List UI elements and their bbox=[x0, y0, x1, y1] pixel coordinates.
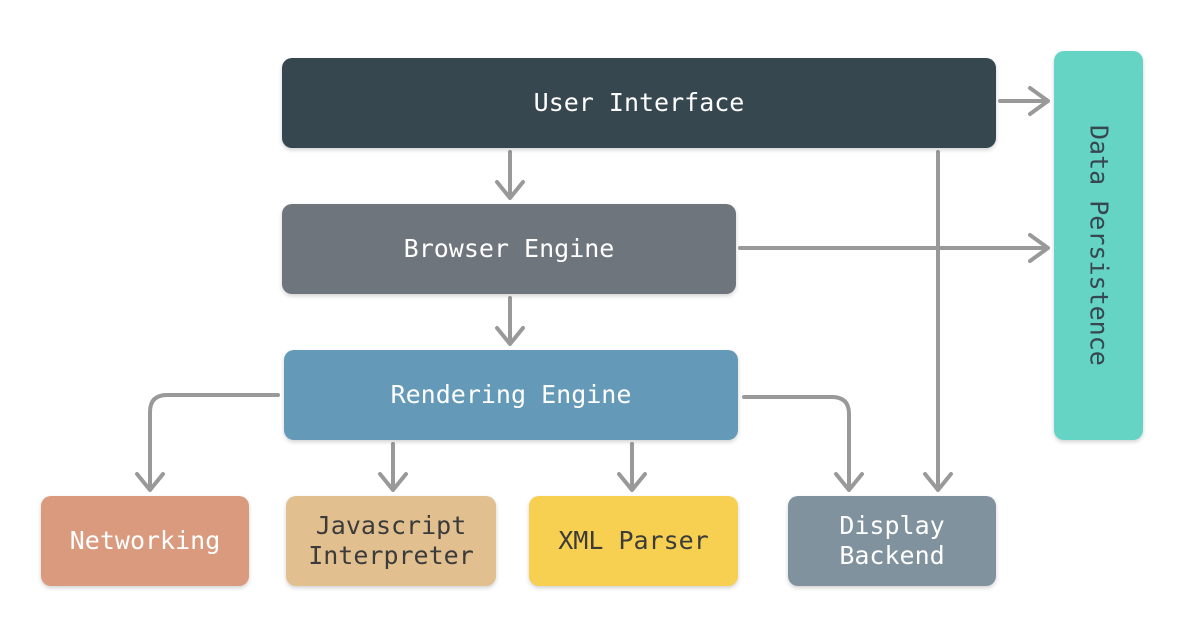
browser-engine-node: Browser Engine bbox=[282, 204, 736, 294]
networking-label: Networking bbox=[69, 526, 221, 555]
arrow-rendering-engine-to-javascript-interpreter bbox=[378, 442, 408, 492]
display-backend-label: Display Backend bbox=[839, 511, 945, 570]
rendering-engine-node: Rendering Engine bbox=[284, 350, 738, 440]
arrow-rendering-engine-to-display-backend bbox=[742, 395, 864, 492]
xml-parser-node: XML Parser bbox=[529, 496, 738, 586]
arrow-ui-to-display-backend bbox=[923, 150, 953, 492]
arrow-rendering-engine-to-xml-parser bbox=[617, 442, 647, 492]
arrow-browser-engine-to-rendering-engine bbox=[495, 296, 525, 346]
javascript-interpreter-label: Javascript Interpreter bbox=[308, 511, 474, 570]
data-persistence-node: Data Persistence bbox=[1054, 51, 1143, 440]
data-persistence-label: Data Persistence bbox=[1084, 125, 1114, 366]
browser-engine-label: Browser Engine bbox=[403, 234, 615, 263]
display-backend-node: Display Backend bbox=[788, 496, 996, 586]
arrow-ui-to-browser-engine bbox=[495, 150, 525, 200]
xml-parser-label: XML Parser bbox=[558, 526, 709, 555]
arrow-rendering-engine-to-networking bbox=[135, 393, 280, 492]
user-interface-node: User Interface bbox=[282, 58, 996, 148]
user-interface-label: User Interface bbox=[533, 88, 745, 117]
javascript-interpreter-node: Javascript Interpreter bbox=[286, 496, 496, 586]
arrow-browser-engine-to-data-persistence bbox=[738, 233, 1050, 263]
arrow-ui-to-data-persistence bbox=[998, 86, 1050, 116]
networking-node: Networking bbox=[41, 496, 249, 586]
rendering-engine-label: Rendering Engine bbox=[390, 380, 632, 409]
